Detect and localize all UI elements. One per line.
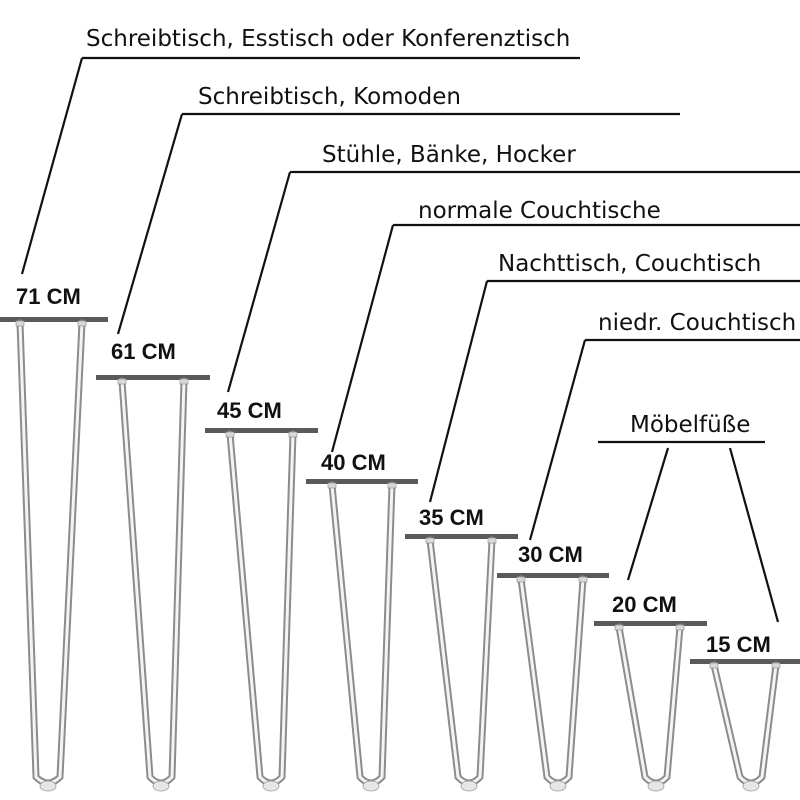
mounting-plate-20 bbox=[594, 621, 707, 626]
leader-line-20-15-2 bbox=[728, 447, 780, 623]
usage-label-30: niedr. Couchtisch bbox=[598, 310, 796, 336]
hairpin-leg-30 bbox=[497, 573, 609, 792]
leader-line-71-1 bbox=[20, 57, 84, 275]
mounting-plate-35 bbox=[405, 534, 518, 539]
weld-point-15-0 bbox=[709, 662, 719, 669]
hairpin-leg-40 bbox=[306, 479, 418, 792]
usage-label-40: normale Couchtische bbox=[418, 198, 661, 224]
hairpin-leg-71 bbox=[0, 317, 108, 792]
size-label-71: 71 CM bbox=[16, 284, 81, 309]
usage-label-61: Schreibtisch, Komoden bbox=[198, 84, 461, 110]
weld-point-71-1 bbox=[77, 320, 87, 327]
hairpin-legs bbox=[0, 317, 800, 792]
mounting-plate-61 bbox=[96, 375, 210, 380]
leader-line-35-1 bbox=[428, 280, 489, 503]
floor-glide-45 bbox=[262, 780, 280, 792]
hairpin-leg-15 bbox=[690, 659, 800, 792]
hairpin-leg-61 bbox=[96, 375, 210, 792]
weld-point-35-1 bbox=[487, 537, 497, 544]
rod-outline-30 bbox=[517, 575, 587, 787]
floor-glide-40 bbox=[362, 780, 380, 792]
floor-glide-15 bbox=[742, 780, 760, 792]
rod-outline-15 bbox=[710, 661, 780, 787]
mounting-plate-45 bbox=[205, 428, 318, 433]
usage-label-71: Schreibtisch, Esstisch oder Konferenztis… bbox=[86, 26, 570, 52]
leader-line-61-1 bbox=[116, 113, 184, 335]
weld-point-40-1 bbox=[387, 482, 397, 489]
leader-lines bbox=[20, 56, 800, 623]
weld-point-61-1 bbox=[179, 378, 189, 385]
floor-glide-71 bbox=[39, 780, 57, 792]
weld-point-15-1 bbox=[771, 662, 781, 669]
size-label-20: 20 CM bbox=[612, 592, 677, 617]
leader-line-30-1 bbox=[528, 339, 587, 541]
floor-glide-35 bbox=[460, 780, 478, 792]
hairpin-leg-20 bbox=[594, 621, 707, 792]
mounting-plate-30 bbox=[497, 573, 609, 578]
rod-outline-20 bbox=[615, 623, 684, 787]
weld-point-35-0 bbox=[425, 537, 435, 544]
weld-point-71-0 bbox=[15, 320, 25, 327]
floor-glide-61 bbox=[152, 780, 170, 792]
size-label-30: 30 CM bbox=[518, 542, 583, 567]
usage-label-45: Stühle, Bänke, Hocker bbox=[322, 142, 576, 168]
rod-highlight-40 bbox=[330, 483, 394, 785]
weld-point-20-1 bbox=[675, 624, 685, 631]
hairpin-leg-45 bbox=[205, 428, 318, 792]
mounting-plate-71 bbox=[0, 317, 108, 322]
floor-glide-20 bbox=[647, 780, 665, 792]
weld-point-40-0 bbox=[327, 482, 337, 489]
mounting-plate-15 bbox=[690, 659, 800, 664]
weld-point-30-0 bbox=[516, 576, 526, 583]
size-label-35: 35 CM bbox=[419, 505, 484, 530]
rod-highlight-45 bbox=[228, 432, 295, 785]
weld-point-61-0 bbox=[117, 378, 127, 385]
floor-glide-30 bbox=[549, 780, 567, 792]
leader-line-45-1 bbox=[226, 171, 292, 393]
size-label-15: 15 CM bbox=[706, 632, 771, 657]
size-label-45: 45 CM bbox=[217, 398, 282, 423]
mounting-plate-40 bbox=[306, 479, 418, 484]
size-label-40: 40 CM bbox=[321, 450, 386, 475]
weld-point-30-1 bbox=[578, 576, 588, 583]
usage-label-20-15: Möbelfüße bbox=[630, 412, 750, 438]
size-label-61: 61 CM bbox=[111, 339, 176, 364]
leader-line-40-1 bbox=[330, 224, 395, 453]
hairpin-leg-35 bbox=[405, 534, 518, 792]
weld-point-45-0 bbox=[225, 431, 235, 438]
weld-point-45-1 bbox=[288, 431, 298, 438]
leader-line-20-15-1 bbox=[626, 447, 670, 581]
usage-label-35: Nachttisch, Couchtisch bbox=[498, 251, 761, 277]
weld-point-20-0 bbox=[614, 624, 624, 631]
